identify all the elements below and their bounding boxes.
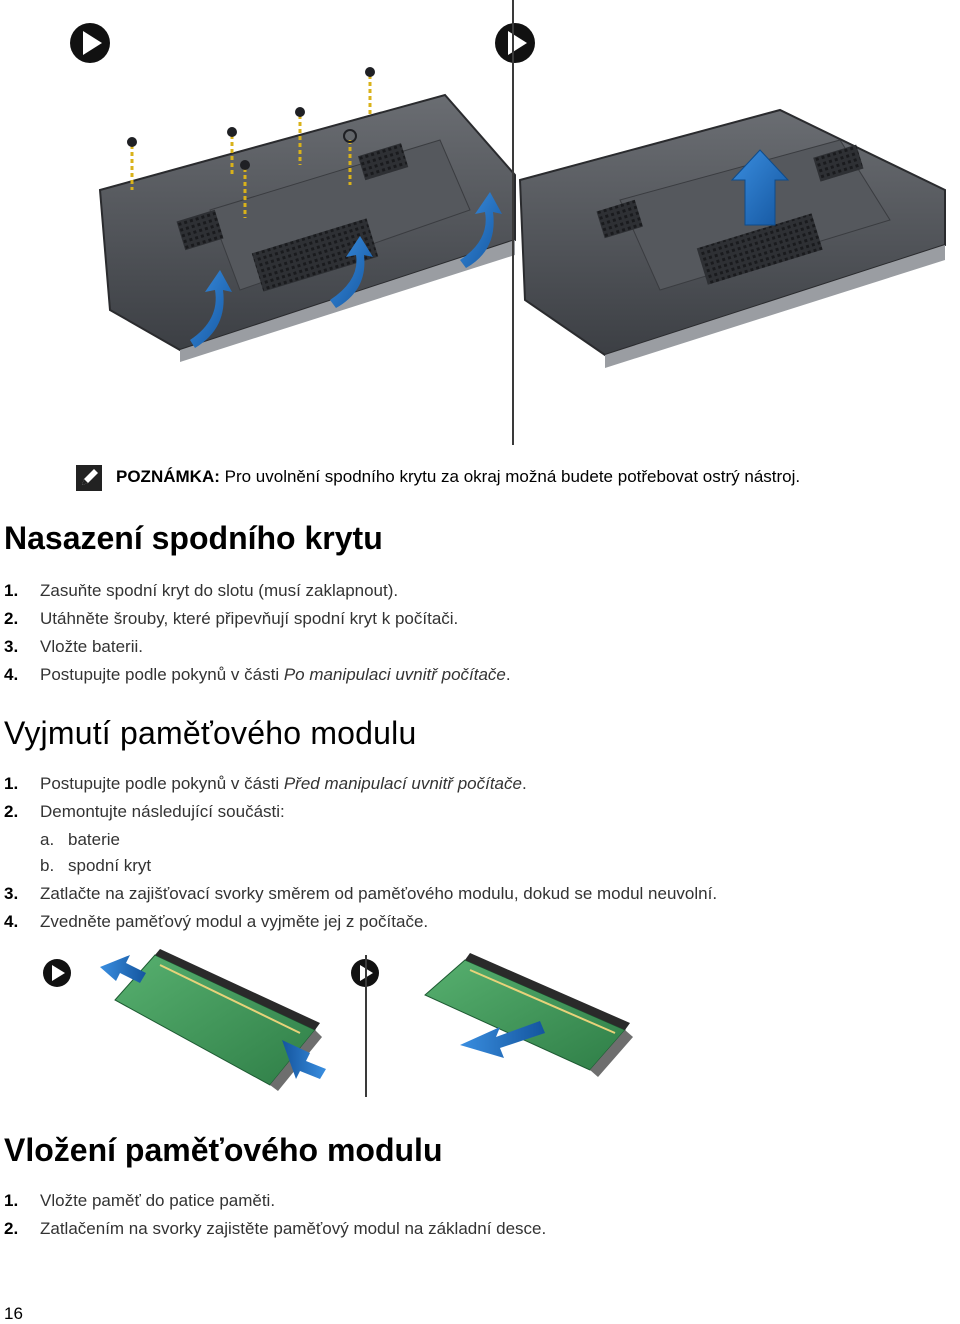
heading-nasazeni-spodniho-krytu: Nasazení spodního krytu — [4, 520, 383, 556]
list-item: 1.Zasuňte spodní kryt do slotu (musí zak… — [4, 581, 399, 600]
memory-module-left-image — [100, 949, 326, 1091]
pencil-note-icon — [76, 465, 102, 491]
note-box: POZNÁMKA: Pro uvolnění spodního krytu za… — [76, 463, 936, 493]
list-item: 4.Postupujte podle pokynů v části Po man… — [4, 665, 511, 684]
laptop-right-image — [518, 108, 946, 368]
list-item: 1.Postupujte podle pokynů v části Před m… — [4, 774, 527, 793]
bottom-cover-removal-figure — [70, 23, 946, 368]
cross-reference-link[interactable]: Před manipulací uvnitř počítače — [283, 774, 522, 793]
page-number: 16 — [4, 1304, 23, 1323]
step-play-icon-left — [43, 959, 71, 987]
memory-module-removal-figure — [43, 949, 633, 1091]
list-item: 2.Zatlačením na svorky zajistěte paměťov… — [4, 1219, 547, 1238]
heading-vyjmuti-pametoveho-modulu: Vyjmutí paměťového modulu — [4, 715, 417, 751]
list-item: 3.Zatlačte na zajišťovací svorky směrem … — [4, 884, 718, 903]
sub-list-item: b.spodní kryt — [40, 856, 152, 875]
list-item: 4.Zvedněte paměťový modul a vyjměte jej … — [4, 912, 429, 931]
list-item: 3.Vložte baterii. — [4, 637, 143, 656]
memory-module-right-image — [424, 953, 633, 1077]
step-play-icon-left — [70, 23, 110, 63]
figure-divider — [512, 0, 514, 445]
list-item: 2.Demontujte následující součásti: — [4, 802, 285, 821]
cross-reference-link[interactable]: Po manipulaci uvnitř počítače — [283, 665, 506, 684]
list-item: 2.Utáhněte šrouby, které připevňují spod… — [4, 609, 459, 628]
step-play-icon-right — [495, 23, 535, 63]
heading-vlozeni-pametoveho-modulu: Vložení paměťového modulu — [4, 1132, 443, 1168]
sub-list-item: a.baterie — [40, 830, 120, 849]
laptop-left-image — [98, 67, 516, 362]
figure-divider — [365, 955, 367, 1097]
list-item: 1.Vložte paměť do patice paměti. — [4, 1191, 276, 1210]
note-text: POZNÁMKA: Pro uvolnění spodního krytu za… — [116, 467, 801, 486]
